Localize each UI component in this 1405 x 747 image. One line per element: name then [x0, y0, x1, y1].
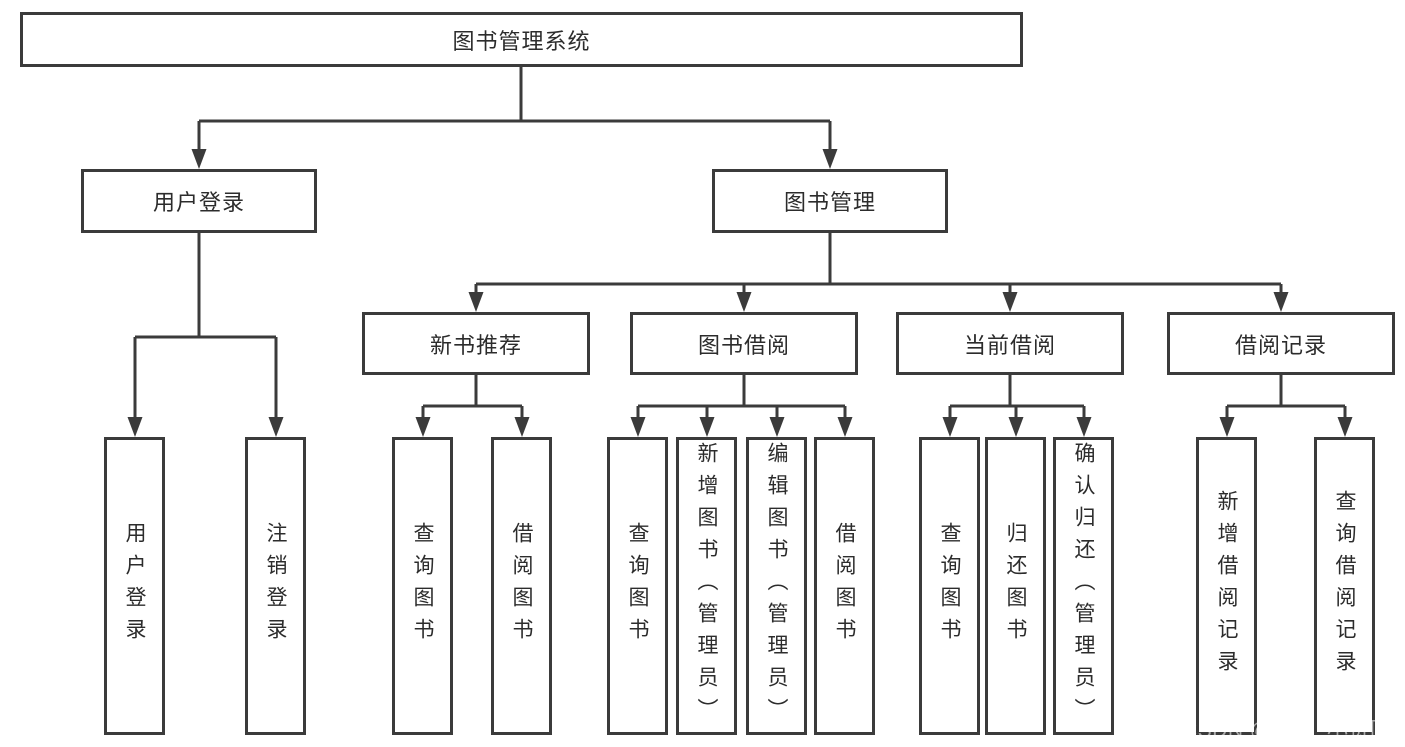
arrow-down-icon [514, 417, 530, 437]
arrowhead-icons [127, 149, 1353, 437]
arrow-down-icon [1219, 417, 1235, 437]
node-confirm-return-admin: 确认归还（管理员） [1053, 437, 1114, 735]
arrow-down-icon [191, 149, 207, 169]
node-new-book-recommend: 新书推荐 [362, 312, 590, 375]
node-query-books-borrowing: 查询图书 [607, 437, 668, 735]
arrow-down-icon [837, 417, 853, 437]
connector-bookmgmt-to-level3 [474, 233, 1283, 294]
node-query-books-current: 查询图书 [919, 437, 980, 735]
connector-current-to-leaves [948, 375, 1086, 419]
node-borrow-books-recommend: 借阅图书 [491, 437, 552, 735]
arrow-down-icon [736, 292, 752, 312]
node-user-login-group: 用户登录 [81, 169, 317, 233]
arrow-down-icon [468, 292, 484, 312]
node-add-book-admin: 新增图书（管理员） [676, 437, 737, 735]
node-borrowing-records: 借阅记录 [1167, 312, 1395, 375]
connector-newbooks-to-leaves [421, 375, 524, 419]
node-library-management-system: 图书管理系统 [20, 12, 1023, 67]
node-query-borrow-record: 查询借阅记录 [1314, 437, 1375, 735]
node-user-login: 用户登录 [104, 437, 165, 735]
node-return-books: 归还图书 [985, 437, 1046, 735]
connector-lines [133, 67, 1347, 419]
arrow-down-icon [1076, 417, 1092, 437]
node-current-borrowing: 当前借阅 [896, 312, 1124, 375]
arrow-down-icon [769, 417, 785, 437]
arrow-down-icon [127, 417, 143, 437]
node-add-borrow-record: 新增借阅记录 [1196, 437, 1257, 735]
arrow-down-icon [630, 417, 646, 437]
arrow-down-icon [1273, 292, 1289, 312]
connector-records-to-leaves [1225, 375, 1347, 419]
csdn-watermark: CSDN @软件_小贺同学 [1182, 719, 1405, 742]
arrow-down-icon [699, 417, 715, 437]
arrow-down-icon [822, 149, 838, 169]
connector-userlogin-to-leaves [133, 233, 278, 419]
arrow-down-icon [1337, 417, 1353, 437]
node-logout: 注销登录 [245, 437, 306, 735]
arrow-down-icon [1002, 292, 1018, 312]
arrow-down-icon [415, 417, 431, 437]
arrow-down-icon [1008, 417, 1024, 437]
arrow-down-icon [942, 417, 958, 437]
node-book-borrowing: 图书借阅 [630, 312, 858, 375]
node-book-management-group: 图书管理 [712, 169, 948, 233]
connector-borrowing-to-leaves [636, 375, 847, 419]
arrow-down-icon [268, 417, 284, 437]
node-borrow-books: 借阅图书 [814, 437, 875, 735]
node-edit-book-admin: 编辑图书（管理员） [746, 437, 807, 735]
connector-root-to-level2 [197, 67, 832, 151]
node-query-books-recommend: 查询图书 [392, 437, 453, 735]
